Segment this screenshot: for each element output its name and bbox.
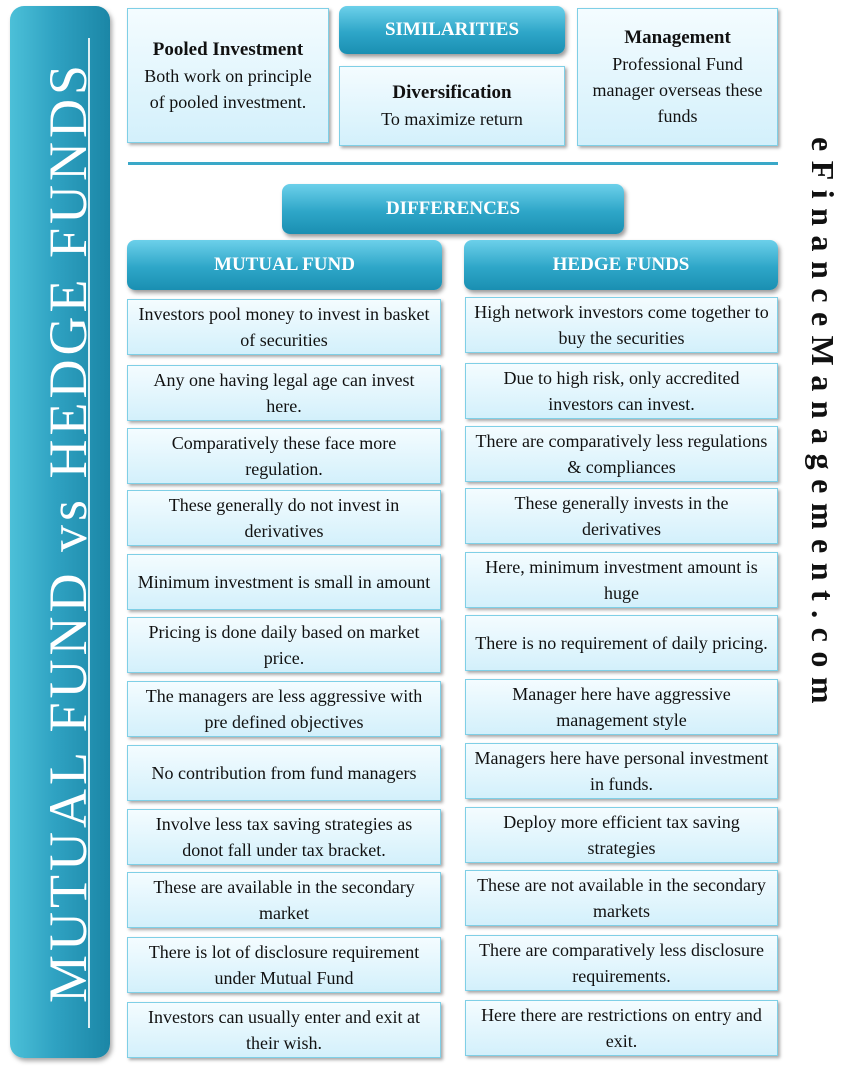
hedge-fund-cell-text: These are not available in the secondary… xyxy=(477,875,766,921)
hedge-fund-cell-text: There is no requirement of daily pricing… xyxy=(475,633,768,653)
side-title-bar xyxy=(10,6,110,1058)
hedge-fund-cell: Managers here have personal investment i… xyxy=(465,743,778,799)
side-title: MUTUAL FUND vs HEDGE FUNDS xyxy=(38,60,98,1004)
hedge-fund-cell-text: There are comparatively less regulations… xyxy=(475,431,768,477)
hedge-fund-cell-text: Managers here have personal investment i… xyxy=(474,748,769,794)
differences-header: DIFFERENCES xyxy=(282,184,624,234)
hedge-fund-cell: There are comparatively less regulations… xyxy=(465,426,778,482)
similarity-pooled-box: Pooled Investment Both work on principle… xyxy=(127,8,329,143)
mutual-fund-cell-text: No contribution from fund managers xyxy=(151,763,417,783)
mutual-fund-cell-text: Comparatively these face more regulation… xyxy=(171,433,397,479)
mutual-fund-cell-text: Investors can usually enter and exit at … xyxy=(148,1007,420,1053)
hedge-fund-cell-text: Manager here have aggressive management … xyxy=(512,684,731,730)
similarity-diversification-text: To maximize return xyxy=(381,109,523,129)
mutual-fund-cell-text: These are available in the secondary mar… xyxy=(153,877,415,923)
mutual-fund-cell: There is lot of disclosure requirement u… xyxy=(127,937,441,993)
similarities-header: SIMILARITIES xyxy=(339,6,565,54)
hedge-fund-cell: Due to high risk, only accredited invest… xyxy=(465,363,778,419)
mutual-fund-header: MUTUAL FUND xyxy=(127,240,442,290)
hedge-fund-cell-text: High network investors come together to … xyxy=(474,302,769,348)
mutual-fund-cell: These are available in the secondary mar… xyxy=(127,872,441,928)
mutual-fund-cell-text: Pricing is done daily based on market pr… xyxy=(148,622,420,668)
section-divider xyxy=(128,162,778,165)
mutual-fund-cell: Investors pool money to invest in basket… xyxy=(127,299,441,355)
hedge-fund-cell-text: Deploy more efficient tax saving strateg… xyxy=(503,812,740,858)
hedge-fund-cell-text: Here, minimum investment amount is huge xyxy=(485,557,758,603)
hedge-fund-cell: High network investors come together to … xyxy=(465,297,778,353)
hedge-fund-cell: Here, minimum investment amount is huge xyxy=(465,552,778,608)
hedge-fund-cell-text: Here there are restrictions on entry and… xyxy=(481,1005,762,1051)
mutual-fund-cell: Minimum investment is small in amount xyxy=(127,554,441,610)
mutual-fund-cell-text: Minimum investment is small in amount xyxy=(137,572,431,592)
hedge-fund-cell-text: These generally invests in the derivativ… xyxy=(514,493,729,539)
mutual-fund-cell-text: Any one having legal age can invest here… xyxy=(153,370,415,416)
hedge-fund-cell: These are not available in the secondary… xyxy=(465,870,778,926)
similarity-pooled-text: Both work on principle of pooled investm… xyxy=(144,65,312,112)
mutual-fund-cell: Investors can usually enter and exit at … xyxy=(127,1002,441,1058)
hedge-fund-cell-text: There are comparatively less disclosure … xyxy=(479,940,764,986)
similarity-diversification-title: Diversification xyxy=(392,82,512,103)
mutual-fund-cell-text: There is lot of disclosure requirement u… xyxy=(148,942,420,988)
similarity-management-box: Management Professional Fund manager ove… xyxy=(577,8,778,146)
hedge-fund-cell: Here there are restrictions on entry and… xyxy=(465,1000,778,1056)
mutual-fund-cell-text: The managers are less aggressive with pr… xyxy=(145,686,423,732)
hedge-fund-cell: Manager here have aggressive management … xyxy=(465,679,778,735)
mutual-fund-cell: Any one having legal age can invest here… xyxy=(127,365,441,421)
mutual-fund-cell: These generally do not invest in derivat… xyxy=(127,490,441,546)
hedge-fund-cell: Deploy more efficient tax saving strateg… xyxy=(465,807,778,863)
mutual-fund-cell: The managers are less aggressive with pr… xyxy=(127,681,441,737)
hedge-fund-cell-text: Due to high risk, only accredited invest… xyxy=(503,368,740,414)
similarity-management-title: Management xyxy=(624,27,731,48)
hedge-funds-header: HEDGE FUNDS xyxy=(464,240,778,290)
similarity-diversification-box: Diversification To maximize return xyxy=(339,66,565,146)
hedge-fund-cell: There is no requirement of daily pricing… xyxy=(465,615,778,671)
brand-watermark: eFinanceManagement.com xyxy=(805,137,841,714)
mutual-fund-cell: Comparatively these face more regulation… xyxy=(127,428,441,484)
similarity-management-text: Professional Fund manager overseas these… xyxy=(592,54,763,126)
similarity-pooled-title: Pooled Investment xyxy=(152,38,304,60)
mutual-fund-cell: Involve less tax saving strategies as do… xyxy=(127,809,441,865)
mutual-fund-cell-text: These generally do not invest in derivat… xyxy=(168,495,400,541)
mutual-fund-cell: No contribution from fund managers xyxy=(127,745,441,801)
mutual-fund-cell: Pricing is done daily based on market pr… xyxy=(127,617,441,673)
mutual-fund-cell-text: Involve less tax saving strategies as do… xyxy=(155,814,413,860)
hedge-fund-cell: These generally invests in the derivativ… xyxy=(465,488,778,544)
hedge-fund-cell: There are comparatively less disclosure … xyxy=(465,935,778,991)
mutual-fund-cell-text: Investors pool money to invest in basket… xyxy=(138,304,430,350)
